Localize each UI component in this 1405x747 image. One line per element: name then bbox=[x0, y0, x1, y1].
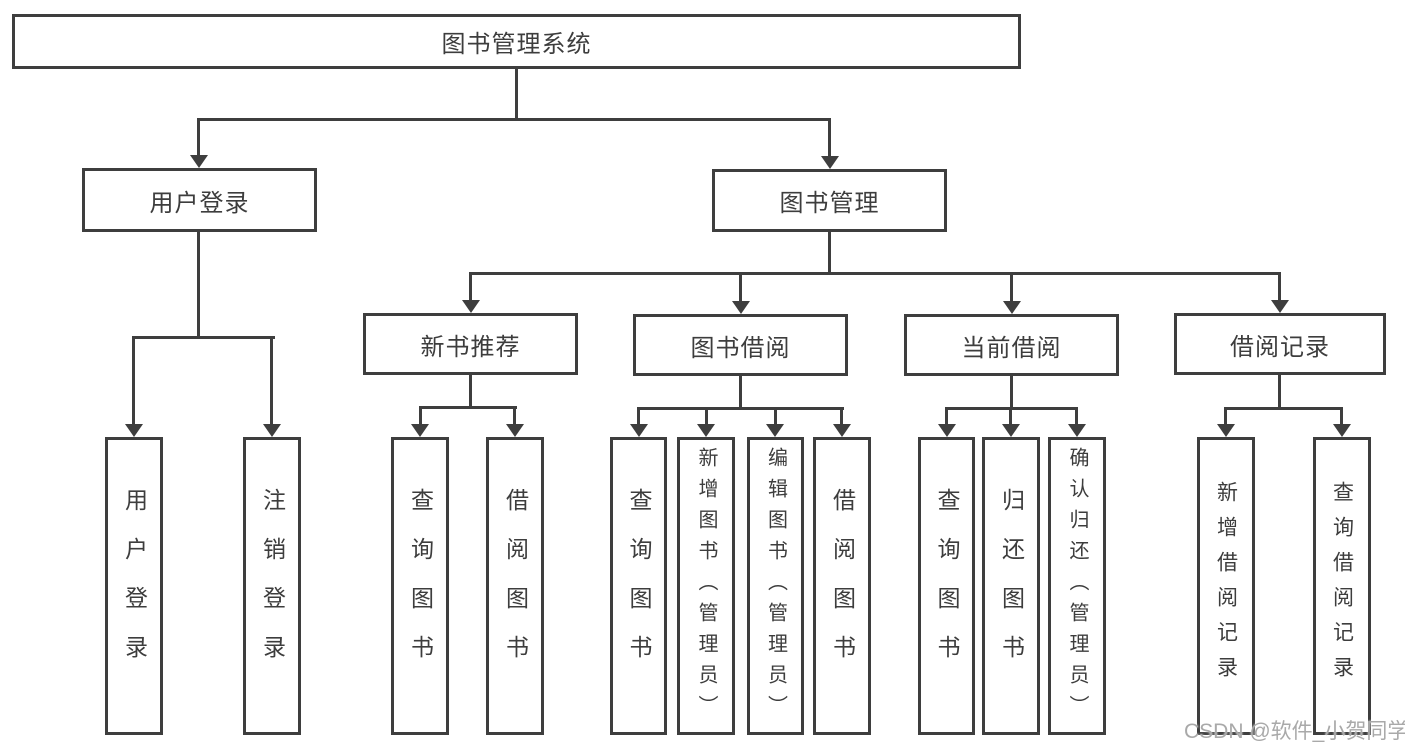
leaf-label: 注销登录 bbox=[259, 488, 286, 684]
connector-to-current-borrow bbox=[1010, 272, 1013, 301]
arrow-down-icon bbox=[821, 156, 839, 169]
arrow-down-icon bbox=[190, 155, 208, 168]
connector-to-leaf bbox=[1009, 407, 1012, 424]
connector-stem bbox=[469, 374, 472, 406]
node-book-borrow-label: 图书借阅 bbox=[690, 334, 791, 362]
arrow-down-icon bbox=[125, 424, 143, 437]
arrow-down-icon bbox=[1003, 301, 1021, 314]
arrow-down-icon bbox=[1333, 424, 1351, 437]
connector-stem bbox=[739, 375, 742, 407]
connector-to-book-mgmt bbox=[828, 118, 831, 156]
node-book-management: 图书管理 bbox=[712, 169, 947, 232]
connector-branch bbox=[637, 407, 844, 410]
leaf-query-book-recommend: 查询图书 bbox=[391, 437, 449, 735]
connector-to-leaf bbox=[705, 407, 708, 424]
node-user-login: 用户登录 bbox=[82, 168, 317, 232]
arrow-down-icon bbox=[263, 424, 281, 437]
leaf-query-borrow-record: 查询借阅记录 bbox=[1313, 437, 1371, 735]
connector-to-leaf bbox=[1224, 407, 1227, 424]
connector-to-leaf bbox=[270, 336, 273, 424]
leaf-return-book: 归还图书 bbox=[982, 437, 1040, 735]
node-new-book-recommend: 新书推荐 bbox=[363, 313, 578, 375]
arrow-down-icon bbox=[938, 424, 956, 437]
leaf-user-login: 用户登录 bbox=[105, 437, 163, 735]
arrow-down-icon bbox=[506, 424, 524, 437]
leaf-label: 查询借阅记录 bbox=[1330, 481, 1354, 691]
leaf-label: 新增图书（管理员） bbox=[695, 446, 717, 726]
arrow-down-icon bbox=[833, 424, 851, 437]
connector-to-leaf bbox=[1075, 407, 1078, 424]
leaf-add-borrow-record: 新增借阅记录 bbox=[1197, 437, 1255, 735]
node-book-management-label: 图书管理 bbox=[779, 190, 880, 217]
leaf-label: 查询图书 bbox=[934, 488, 960, 684]
connector-user-login-branch bbox=[132, 336, 275, 339]
connector-to-leaf bbox=[840, 407, 843, 424]
connector-to-book-borrow bbox=[739, 272, 742, 301]
arrow-down-icon bbox=[1068, 424, 1086, 437]
leaf-query-book: 查询图书 bbox=[610, 437, 667, 735]
connector-root-branch bbox=[197, 118, 831, 121]
root-node: 图书管理系统 bbox=[12, 14, 1021, 69]
leaf-query-current: 查询图书 bbox=[918, 437, 975, 735]
node-user-login-label: 用户登录 bbox=[149, 189, 250, 217]
leaf-logout: 注销登录 bbox=[243, 437, 301, 735]
arrow-down-icon bbox=[1002, 424, 1020, 437]
leaf-label: 确认归还（管理员） bbox=[1066, 446, 1088, 726]
leaf-label: 用户登录 bbox=[121, 488, 148, 684]
leaf-label: 查询图书 bbox=[407, 488, 434, 684]
connector-user-login-stem bbox=[197, 231, 200, 336]
leaf-label: 编辑图书（管理员） bbox=[764, 446, 787, 726]
node-new-book-recommend-label: 新书推荐 bbox=[420, 333, 521, 361]
leaf-label: 新增借阅记录 bbox=[1214, 481, 1238, 691]
connector-to-leaf bbox=[945, 407, 948, 424]
leaf-add-book-admin: 新增图书（管理员） bbox=[677, 437, 735, 735]
csdn-watermark: CSDN @软件_小贺同学 bbox=[1184, 720, 1405, 743]
connector-to-leaf bbox=[513, 406, 516, 424]
node-book-borrow: 图书借阅 bbox=[633, 314, 848, 376]
connector-to-user-login bbox=[197, 118, 200, 155]
arrow-down-icon bbox=[732, 301, 750, 314]
connector-to-leaf bbox=[637, 407, 640, 424]
connector-to-borrow-records bbox=[1278, 272, 1281, 300]
node-current-borrow: 当前借阅 bbox=[904, 314, 1119, 376]
leaf-label: 归还图书 bbox=[998, 488, 1025, 684]
arrow-down-icon bbox=[1217, 424, 1235, 437]
node-borrow-records-label: 借阅记录 bbox=[1230, 333, 1330, 361]
arrow-down-icon bbox=[411, 424, 429, 437]
connector-root-stem bbox=[515, 69, 518, 118]
leaf-edit-book-admin: 编辑图书（管理员） bbox=[747, 437, 804, 735]
connector-branch bbox=[1224, 407, 1343, 410]
connector-to-leaf bbox=[774, 407, 777, 424]
node-borrow-records: 借阅记录 bbox=[1174, 313, 1386, 375]
leaf-borrow-book-recommend: 借阅图书 bbox=[486, 437, 544, 735]
connector-to-leaf bbox=[132, 336, 135, 424]
leaf-borrow-book: 借阅图书 bbox=[813, 437, 871, 735]
root-node-label: 图书管理系统 bbox=[441, 31, 592, 58]
node-current-borrow-label: 当前借阅 bbox=[961, 334, 1062, 362]
arrow-down-icon bbox=[1271, 300, 1289, 313]
leaf-label: 借阅图书 bbox=[502, 488, 529, 684]
leaf-label: 查询图书 bbox=[626, 488, 652, 684]
arrow-down-icon bbox=[697, 424, 715, 437]
connector-branch bbox=[419, 406, 517, 409]
connector-to-leaf bbox=[419, 406, 422, 424]
connector-to-leaf bbox=[1340, 407, 1343, 424]
connector-book-mgmt-branch bbox=[469, 272, 1281, 275]
connector-stem bbox=[1010, 375, 1013, 407]
arrow-down-icon bbox=[462, 300, 480, 313]
connector-stem bbox=[1278, 374, 1281, 407]
connector-to-new-book bbox=[469, 272, 472, 300]
arrow-down-icon bbox=[630, 424, 648, 437]
leaf-confirm-return-admin: 确认归还（管理员） bbox=[1048, 437, 1106, 735]
arrow-down-icon bbox=[766, 424, 784, 437]
leaf-label: 借阅图书 bbox=[829, 488, 856, 684]
connector-book-mgmt-stem bbox=[828, 231, 831, 272]
